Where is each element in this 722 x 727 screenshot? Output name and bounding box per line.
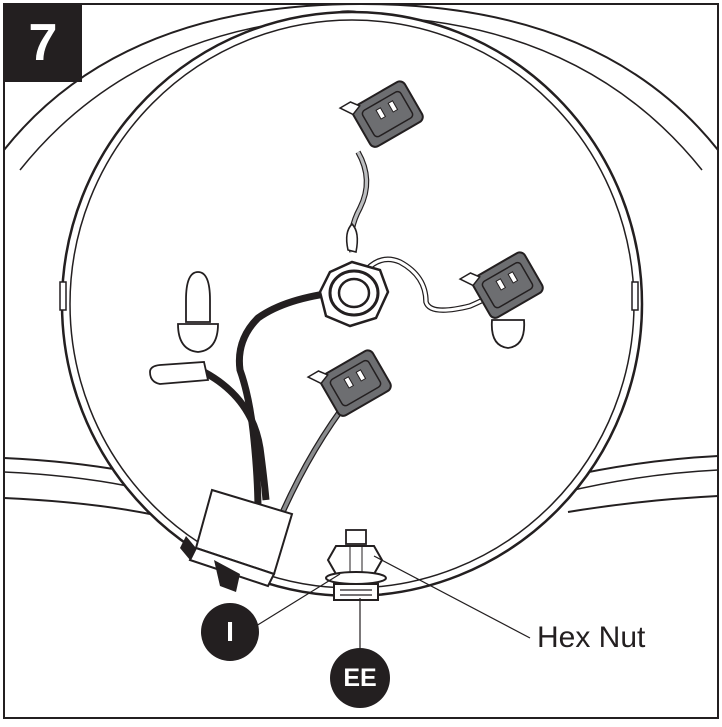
leader-line-hex-nut — [373, 555, 531, 639]
mounting-stud-left-base — [177, 323, 219, 353]
right-arm-lower — [567, 495, 718, 513]
mounting-stud-right — [490, 319, 526, 349]
right-plate-tab — [631, 281, 639, 311]
black-wire-branch — [202, 368, 270, 501]
wire-connector-lower — [306, 349, 392, 417]
center-nipple — [318, 222, 390, 328]
insulated-wire-tip — [149, 361, 210, 385]
left-arm-lower — [4, 497, 151, 515]
wire-connector-right — [458, 251, 544, 319]
junction-block — [180, 488, 294, 592]
wire-connector-top — [338, 80, 424, 148]
callout-i: I — [201, 603, 259, 661]
dome-outline — [4, 4, 718, 151]
left-plate-tab — [59, 281, 67, 311]
callout-ee: EE — [330, 648, 390, 708]
hex-nut-assembly — [325, 529, 387, 601]
mounting-stud-left — [185, 271, 211, 323]
step-number-badge: 7 — [4, 4, 82, 82]
right-arm-mid — [564, 469, 718, 493]
leader-line-i — [255, 573, 341, 627]
white-wire — [350, 257, 491, 312]
black-wire — [235, 288, 341, 513]
hex-nut-label: Hex Nut — [537, 621, 646, 654]
